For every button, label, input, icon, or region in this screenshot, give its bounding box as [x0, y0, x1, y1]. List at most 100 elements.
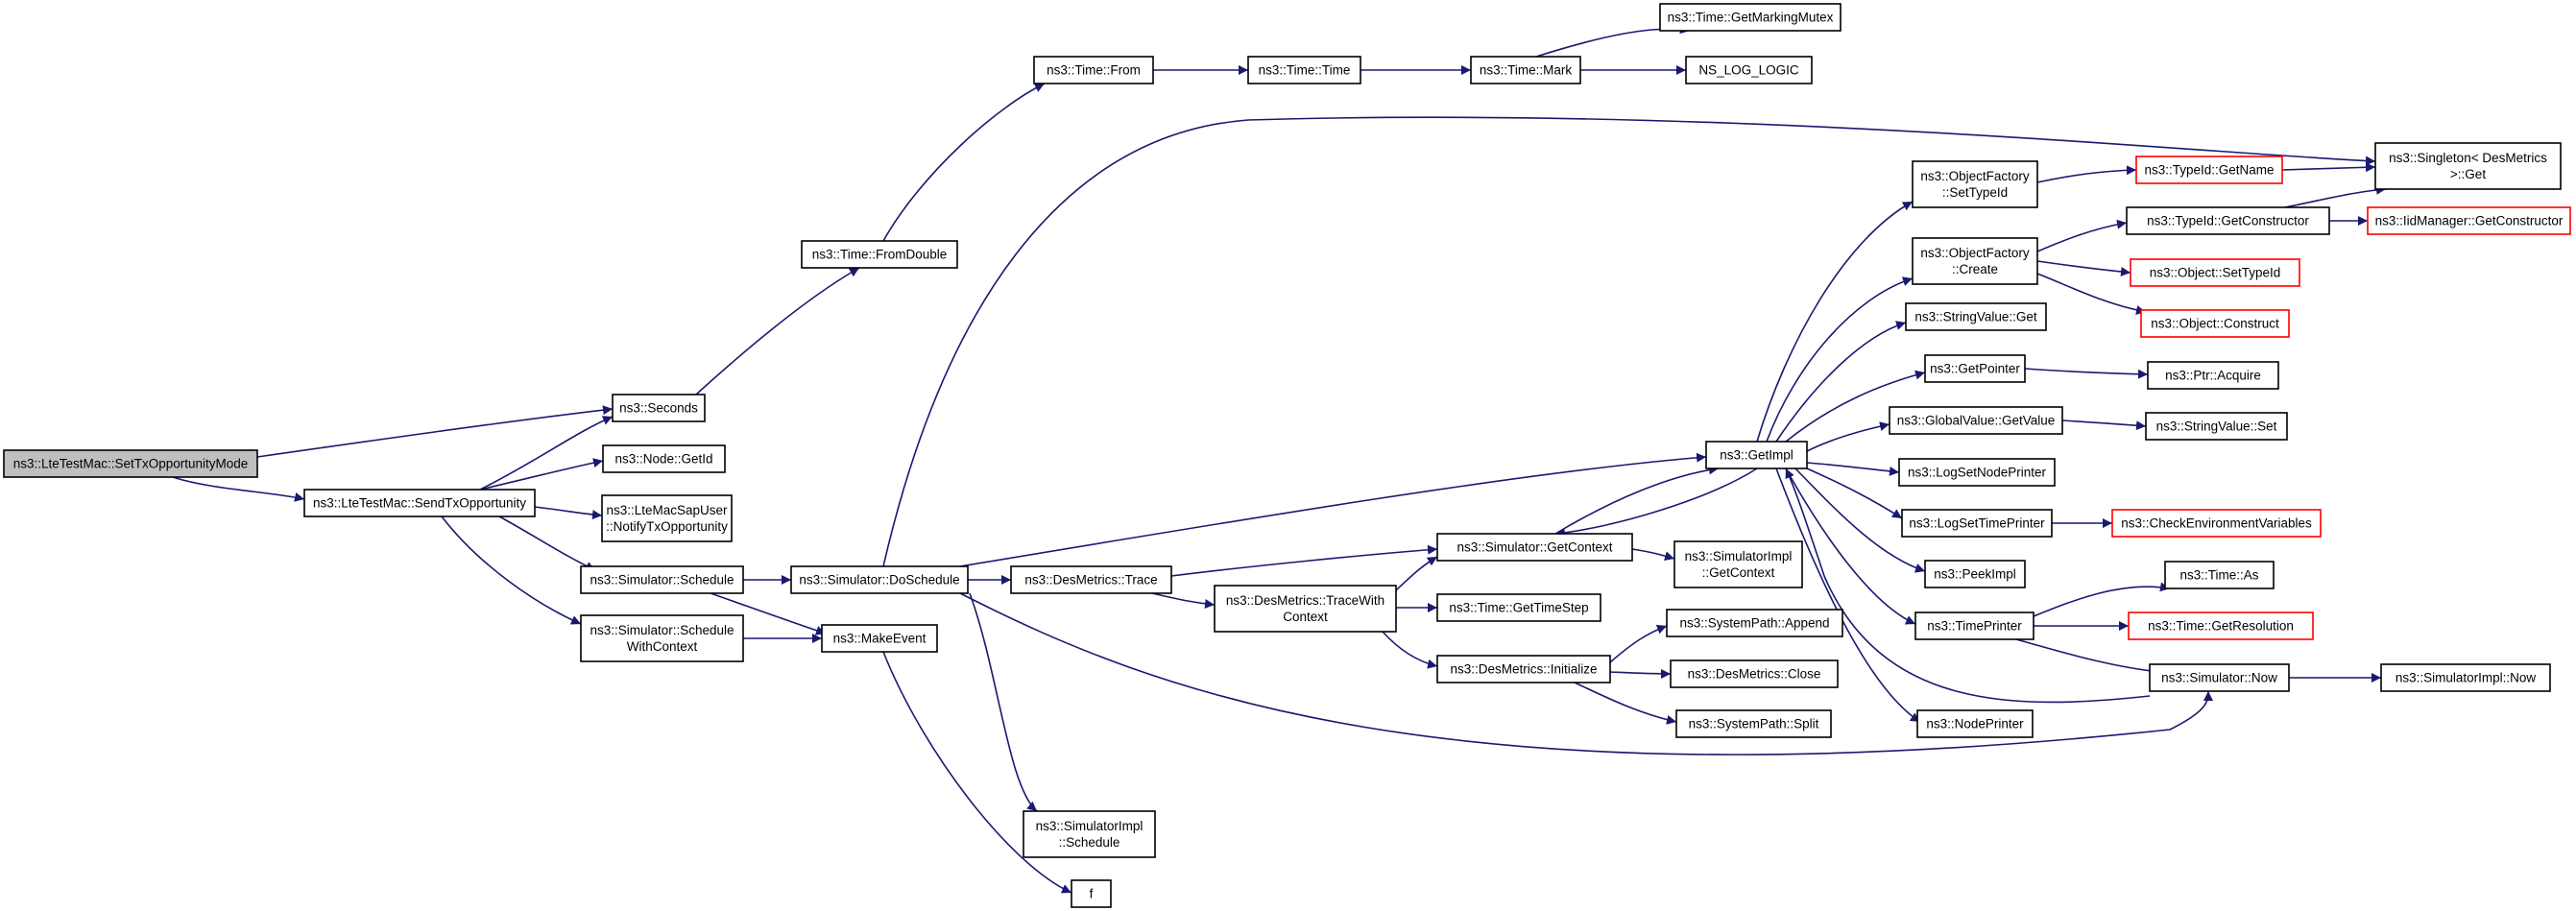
node-init[interactable]: ns3::DesMetrics::Initialize: [1436, 655, 1611, 683]
edge-tracectx-to-init: [1382, 631, 1438, 669]
edge-dosched-to-implsched: [969, 592, 1038, 812]
node-peek[interactable]: ns3::PeekImpl: [1924, 560, 2026, 588]
node-notify[interactable]: ns3::LteMacSapUser::NotifyTxOpportunity: [601, 494, 733, 542]
node-lognode[interactable]: ns3::LogSetNodePrinter: [1898, 458, 2056, 487]
node-tidctor[interactable]: ns3::TypeId::GetConstructor: [2126, 206, 2330, 235]
node-label: ns3::Singleton< DesMetrics: [2389, 151, 2547, 165]
edge-gvget-to-strset: [2061, 420, 2147, 431]
node-split[interactable]: ns3::SystemPath::Split: [1675, 709, 1832, 738]
node-box: [1924, 354, 2026, 383]
node-seconds[interactable]: ns3::Seconds: [612, 394, 706, 422]
node-box: [2140, 309, 2290, 338]
node-iidctor[interactable]: ns3::IidManager::GetConstructor: [2367, 206, 2571, 235]
node-implgetctx[interactable]: ns3::SimulatorImpl::GetContext: [1673, 540, 1803, 588]
edge-getptr-to-ptracq: [2024, 368, 2149, 379]
node-box: [1214, 585, 1397, 633]
node-strget[interactable]: ns3::StringValue::Get: [1905, 302, 2047, 331]
node-box: [2367, 206, 2571, 235]
node-box: [2126, 206, 2330, 235]
edge-init-to-close: [1609, 668, 1672, 679]
node-mark[interactable]: ns3::Time::Mark: [1470, 56, 1581, 84]
node-dosched[interactable]: ns3::Simulator::DoSchedule: [790, 565, 969, 594]
node-tidname[interactable]: ns3::TypeId::GetName: [2135, 156, 2283, 184]
node-box: [1670, 659, 1839, 688]
node-label: ns3::Node::GetId: [614, 452, 712, 467]
node-label: ns3::DesMetrics::Initialize: [1450, 662, 1597, 677]
node-f[interactable]: f: [1071, 879, 1112, 908]
node-label: WithContext: [627, 639, 698, 654]
node-sendtx[interactable]: ns3::LteTestMac::SendTxOpportunity: [303, 489, 536, 517]
node-ofcreate[interactable]: ns3::ObjectFactory::Create: [1912, 237, 2038, 285]
node-checkenv[interactable]: ns3::CheckEnvironmentVariables: [2111, 509, 2322, 538]
node-makeevent[interactable]: ns3::MakeEvent: [821, 624, 938, 653]
node-implnow[interactable]: ns3::SimulatorImpl::Now: [2380, 663, 2551, 692]
node-label: ns3::LteMacSapUser: [606, 503, 728, 517]
node-box: [1023, 810, 1156, 858]
node-objcons[interactable]: ns3::Object::Construct: [2140, 309, 2290, 338]
node-ptracq[interactable]: ns3::Ptr::Acquire: [2147, 361, 2279, 390]
edge-init-to-append: [1609, 624, 1668, 663]
node-getres[interactable]: ns3::Time::GetResolution: [2128, 611, 2314, 640]
edge-sendtx-to-schedctx: [441, 515, 582, 625]
node-nodeprinter[interactable]: ns3::NodePrinter: [1916, 709, 2034, 738]
node-label: ns3::CheckEnvironmentVariables: [2121, 516, 2312, 531]
node-getimpl[interactable]: ns3::GetImpl: [1705, 441, 1808, 469]
node-timeprinter[interactable]: ns3::TimePrinter: [1914, 611, 2034, 640]
edge-getimpl-to-getctx: [1554, 467, 1758, 538]
node-strset[interactable]: ns3::StringValue::Set: [2145, 412, 2288, 441]
edge-timeprinter-to-simnow: [2015, 638, 2161, 676]
node-box: [1247, 56, 1361, 84]
node-box: [1898, 458, 2056, 487]
node-time[interactable]: ns3::Time::Time: [1247, 56, 1361, 84]
node-logtime[interactable]: ns3::LogSetTimePrinter: [1901, 509, 2053, 538]
node-box: [2380, 663, 2551, 692]
node-box: [1436, 593, 1601, 622]
node-getid[interactable]: ns3::Node::GetId: [602, 444, 726, 473]
node-timestep[interactable]: ns3::Time::GetTimeStep: [1436, 593, 1601, 622]
node-append[interactable]: ns3::SystemPath::Append: [1666, 609, 1843, 637]
node-box: [2374, 142, 2562, 190]
node-trace[interactable]: ns3::DesMetrics::Trace: [1010, 565, 1172, 594]
node-label: ::GetContext: [1702, 565, 1775, 580]
edge-ofsettype-to-tidname: [2036, 165, 2137, 183]
node-box: [2128, 611, 2314, 640]
node-label: ns3::Time::GetResolution: [2148, 619, 2294, 634]
node-implsched[interactable]: ns3::SimulatorImpl::Schedule: [1023, 810, 1156, 858]
node-getctx[interactable]: ns3::Simulator::GetContext: [1436, 533, 1633, 562]
node-label: ns3::Time::From: [1047, 63, 1141, 78]
node-label: ns3::Time::FromDouble: [812, 248, 948, 262]
edge-fromdouble-to-from: [882, 83, 1046, 242]
node-label: ns3::Time::GetMarkingMutex: [1668, 11, 1834, 25]
node-simnow[interactable]: ns3::Simulator::Now: [2149, 663, 2290, 692]
node-from[interactable]: ns3::Time::From: [1033, 56, 1154, 84]
edge-getimpl-to-peek: [1794, 467, 1926, 573]
node-root[interactable]: ns3::LteTestMac::SetTxOpportunityMode: [3, 449, 258, 478]
node-objset[interactable]: ns3::Object::SetTypeId: [2130, 258, 2300, 287]
edge-root-to-sendtx: [172, 476, 305, 502]
node-getptr[interactable]: ns3::GetPointer: [1924, 354, 2026, 383]
node-ofsettype[interactable]: ns3::ObjectFactory::SetTypeId: [1912, 160, 2038, 208]
node-timeas[interactable]: ns3::Time::As: [2164, 561, 2275, 589]
node-close[interactable]: ns3::DesMetrics::Close: [1670, 659, 1839, 688]
edge-getimpl-to-timeprinter: [1785, 467, 1916, 625]
node-mutex[interactable]: ns3::Time::GetMarkingMutex: [1659, 3, 1842, 32]
node-fromdouble[interactable]: ns3::Time::FromDouble: [801, 240, 958, 269]
node-label: ns3::SystemPath::Split: [1689, 717, 1819, 731]
node-box: [2111, 509, 2322, 538]
node-box: [1436, 533, 1633, 562]
node-box: [580, 565, 744, 594]
node-sched[interactable]: ns3::Simulator::Schedule: [580, 565, 744, 594]
edge-ofcreate-to-tidctor: [2036, 219, 2128, 252]
node-label: f: [1090, 887, 1094, 901]
node-label: ns3::TypeId::GetConstructor: [2147, 214, 2309, 228]
node-gvget[interactable]: ns3::GlobalValue::GetValue: [1889, 406, 2063, 435]
node-box: [1912, 160, 2038, 208]
edge-ofcreate-to-objset: [2036, 260, 2131, 276]
node-singleton[interactable]: ns3::Singleton< DesMetrics >::Get: [2374, 142, 2562, 190]
node-label: ns3::Time::Mark: [1480, 63, 1573, 78]
node-loglogic[interactable]: NS_LOG_LOGIC: [1685, 56, 1813, 84]
node-label: ns3::Object::Construct: [2151, 317, 2279, 331]
nodes-layer: ns3::LteTestMac::SetTxOpportunityModens3…: [3, 3, 2571, 908]
